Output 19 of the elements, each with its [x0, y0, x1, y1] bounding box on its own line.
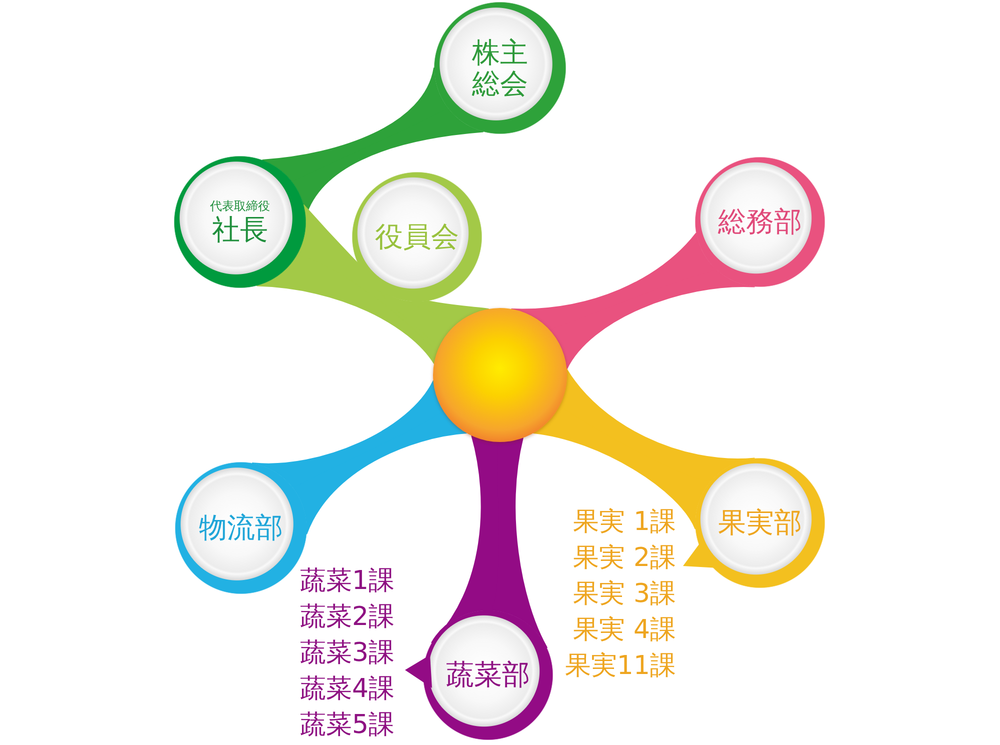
node-label: 蔬菜部 — [446, 659, 530, 691]
sub-section-label: 蔬菜4課 — [300, 673, 395, 706]
sub-section-label: 果実11課 — [564, 650, 676, 683]
sub-section-label: 果実 3課 — [572, 578, 676, 611]
sub-section-label: 蔬菜2課 — [300, 601, 395, 634]
node-label: 物流部 — [199, 512, 283, 544]
node-label: 果実部 — [718, 507, 802, 539]
sub-section-label: 蔬菜5課 — [300, 709, 395, 742]
sub-section-label: 蔬菜1課 — [300, 565, 395, 598]
sub-section-label: 果実 1課 — [572, 506, 676, 539]
sub-section-label: 果実 2課 — [572, 542, 676, 575]
sub-section-label: 果実 4課 — [572, 614, 676, 647]
node-label: 株主総会 — [470, 36, 529, 100]
node-label: 総務部 — [718, 206, 802, 238]
node-label: 役員会 — [375, 221, 459, 253]
sub-section-label: 蔬菜3課 — [300, 637, 395, 670]
node-label: 社長 — [212, 214, 268, 246]
branch-connector — [511, 232, 755, 370]
node-subtitle: 代表取締役 — [210, 198, 270, 214]
